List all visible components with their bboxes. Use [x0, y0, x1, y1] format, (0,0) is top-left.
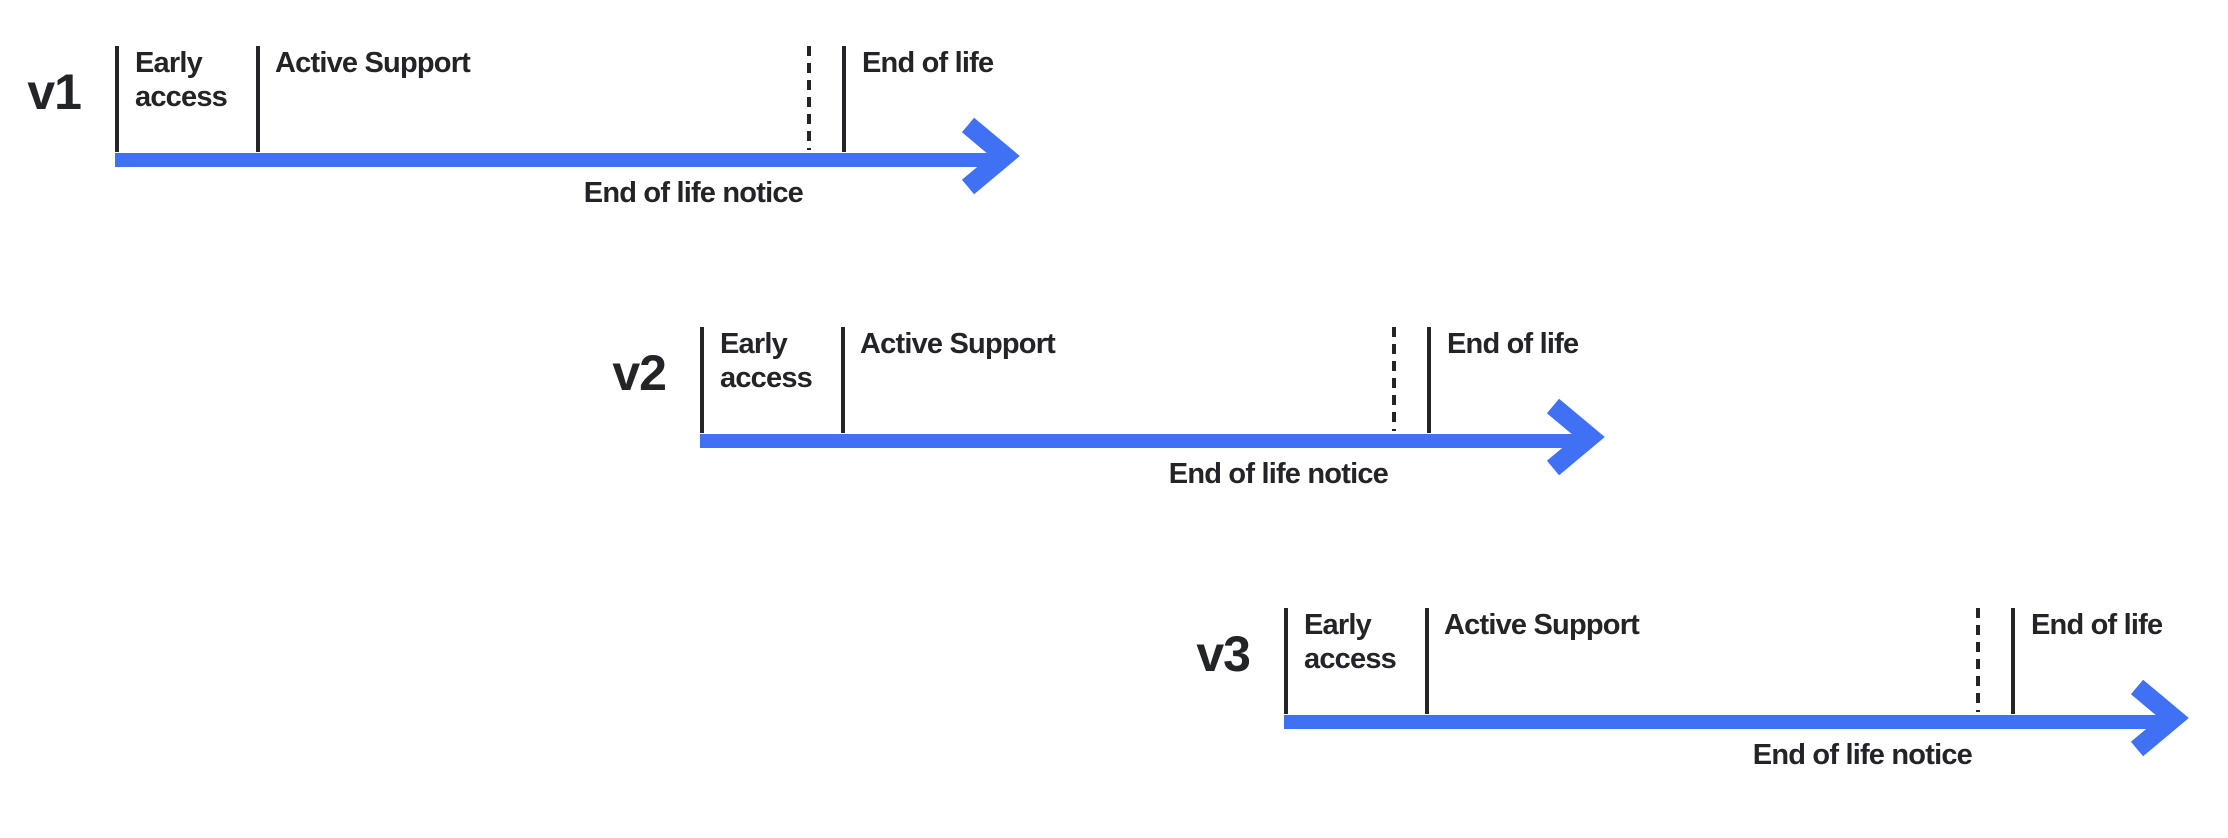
end-of-life-label: End of life: [1447, 328, 1579, 360]
end-of-life-notice-label: End of life notice: [583, 177, 804, 209]
early-access-start-tick: [700, 327, 704, 433]
end-of-life-notice-dashed-line: [1392, 327, 1396, 431]
timeline-v3: v3 Early access Active Support End of li…: [1196, 608, 2228, 838]
active-support-label: Active Support: [860, 328, 1056, 360]
early-access-start-tick: [115, 46, 119, 152]
early-access-label: Early access: [135, 47, 228, 113]
arrowhead-icon: [961, 117, 1020, 195]
end-of-life-notice-label: End of life notice: [1752, 739, 1973, 771]
end-of-life-notice-label: End of life notice: [1168, 458, 1389, 490]
active-support-label: Active Support: [275, 47, 471, 79]
end-of-life-start-tick: [2011, 608, 2015, 714]
arrowhead-icon: [1546, 398, 1605, 476]
end-of-life-label: End of life: [2031, 609, 2163, 641]
timeline-v2: v2 Early access Active Support End of li…: [612, 327, 1800, 557]
end-of-life-start-tick: [1427, 327, 1431, 433]
timeline-arrow-bar: [115, 153, 993, 167]
active-support-start-tick: [256, 46, 260, 152]
end-of-life-notice-dashed-line: [1976, 608, 1980, 712]
active-support-label: Active Support: [1444, 609, 1640, 641]
end-of-life-notice-dashed-line: [807, 46, 811, 150]
early-access-label: Early access: [1304, 609, 1397, 675]
version-label-v1: v1: [27, 64, 82, 120]
timeline-v1: v1 Early access Active Support End of li…: [27, 46, 1215, 276]
timeline-arrow-bar: [1284, 715, 2162, 729]
timeline-arrow-bar: [700, 434, 1578, 448]
early-access-label: Early access: [720, 328, 813, 394]
release-lifecycle-diagram: { "colors": { "arrow_blue": "#4071F4", "…: [27, 46, 2189, 771]
early-access-start-tick: [1284, 608, 1288, 714]
arrowhead-icon: [2130, 679, 2189, 757]
active-support-start-tick: [841, 327, 845, 433]
version-label-v2: v2: [612, 345, 667, 401]
version-label-v3: v3: [1196, 626, 1251, 682]
end-of-life-start-tick: [842, 46, 846, 152]
end-of-life-label: End of life: [862, 47, 994, 79]
active-support-start-tick: [1425, 608, 1429, 714]
